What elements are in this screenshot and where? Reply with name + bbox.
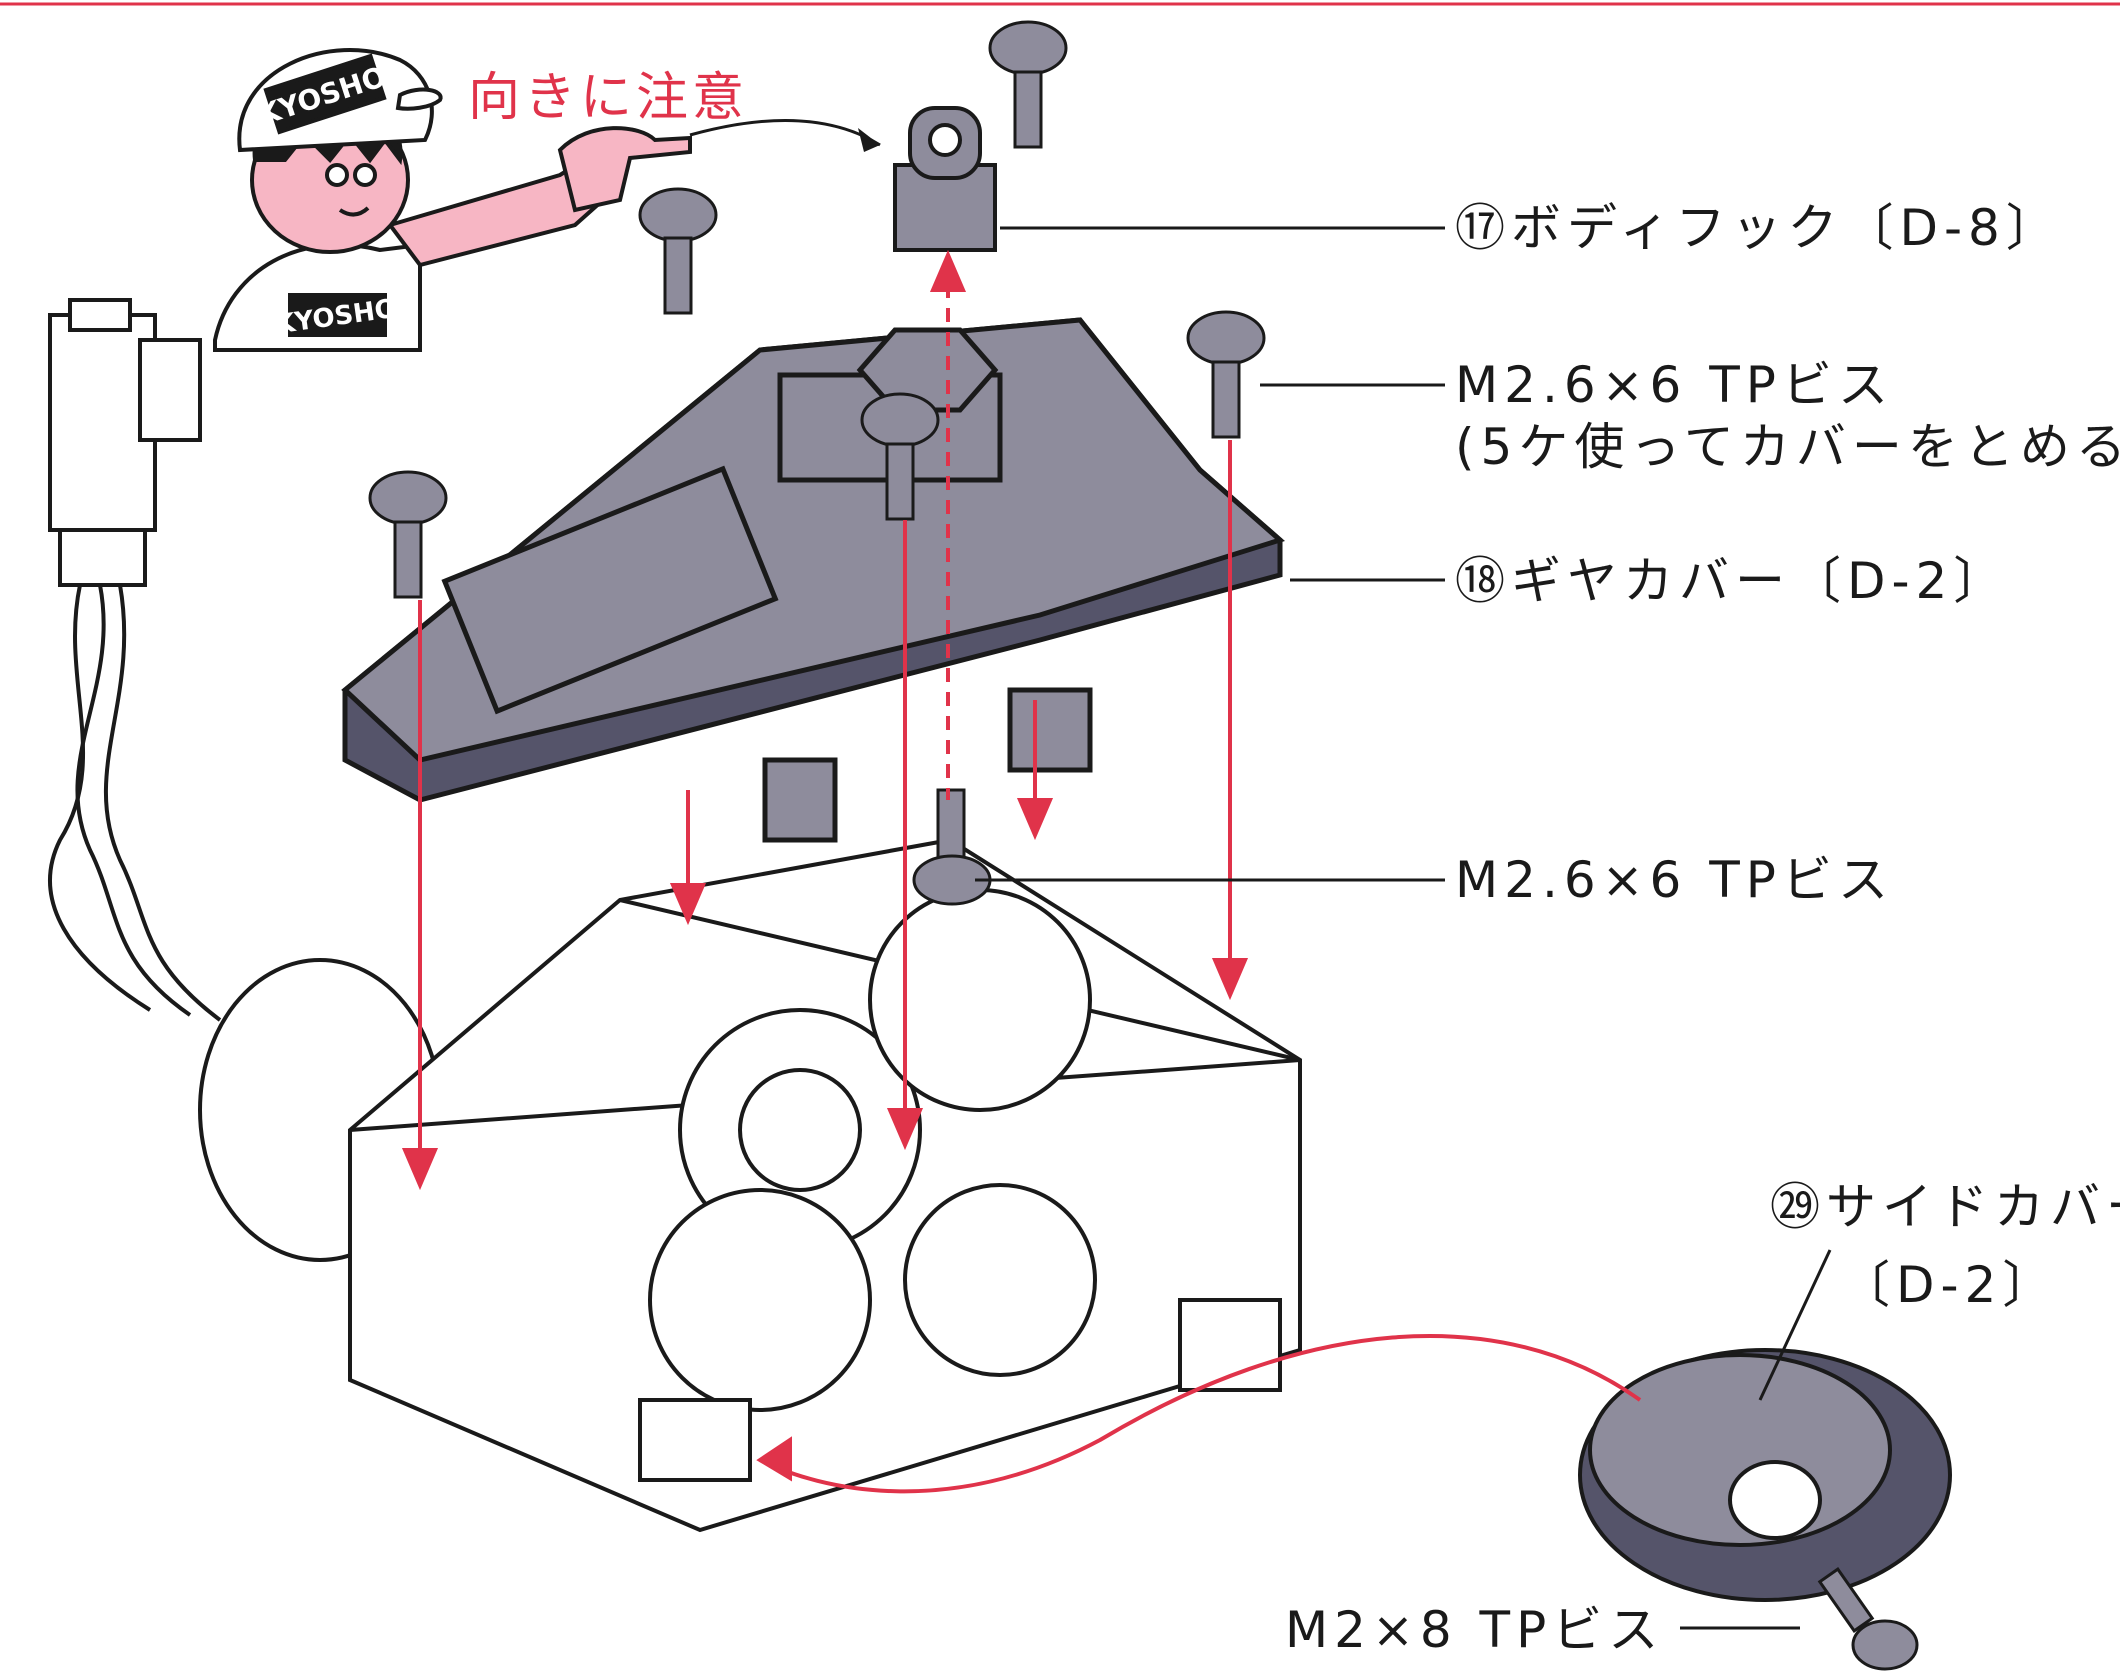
screw-top-left: [638, 187, 718, 315]
kyosho-mascot: [213, 48, 692, 352]
screw-mid: [860, 392, 940, 521]
connector-plug: [48, 298, 202, 587]
mascot-mouth: [338, 206, 370, 217]
mascot-cap-brim: [395, 87, 443, 111]
callout-screw-note: (5ケ使ってカバーをとめる): [1455, 418, 2120, 476]
screw-top-right: [988, 20, 1068, 149]
assembly-arrows: [401, 249, 1642, 1494]
callout-label: サイドカバー: [1826, 1178, 2120, 1236]
warning-pointer-head: [858, 128, 880, 152]
callout-body-hook: ⑰ボディフック〔D-8〕: [1455, 203, 2062, 253]
side-cover-part: [1578, 1348, 1952, 1602]
callout-number: ㉙: [1770, 1178, 1826, 1236]
gearbox-housing: [198, 837, 1302, 1533]
screw-lower: [912, 788, 992, 906]
mascot-hand: [557, 126, 692, 213]
orientation-warning: 向きに注意: [468, 68, 749, 128]
leader-lines: [975, 226, 1832, 1630]
callout-label: ボディフック〔D-8〕: [1511, 199, 2062, 257]
shirt-logo-patch: [288, 293, 387, 337]
servo-wires: [48, 584, 222, 1022]
callout-number: ⑱: [1455, 552, 1511, 610]
body-hook-part: [893, 106, 997, 252]
callout-number: ⑰: [1455, 199, 1511, 257]
screw-left: [368, 470, 448, 599]
callout-side-cover: ㉙サイドカバー: [1770, 1182, 2120, 1232]
mascot-eye-left: [325, 163, 349, 187]
mascot-eye-right: [353, 163, 377, 187]
callout-side-cover-code: 〔D-2〕: [1840, 1256, 2059, 1314]
cap-logo-patch: [263, 53, 387, 135]
callout-gear-cover: ⑱ギヤカバー〔D-2〕: [1455, 556, 2009, 606]
gear-cover-part: [341, 317, 1286, 843]
screw-right: [1186, 310, 1266, 439]
callout-screw-m26-lower: M2.6×6 TPビス: [1455, 851, 1894, 909]
callout-screw-m26: M2.6×6 TPビス: [1455, 356, 1894, 414]
screws: [368, 20, 1919, 1671]
screw-side: [1817, 1567, 1919, 1671]
callout-screw-m2: M2×8 TPビス: [1285, 1601, 1665, 1659]
callout-label: ギヤカバー〔D-2〕: [1511, 552, 2010, 610]
